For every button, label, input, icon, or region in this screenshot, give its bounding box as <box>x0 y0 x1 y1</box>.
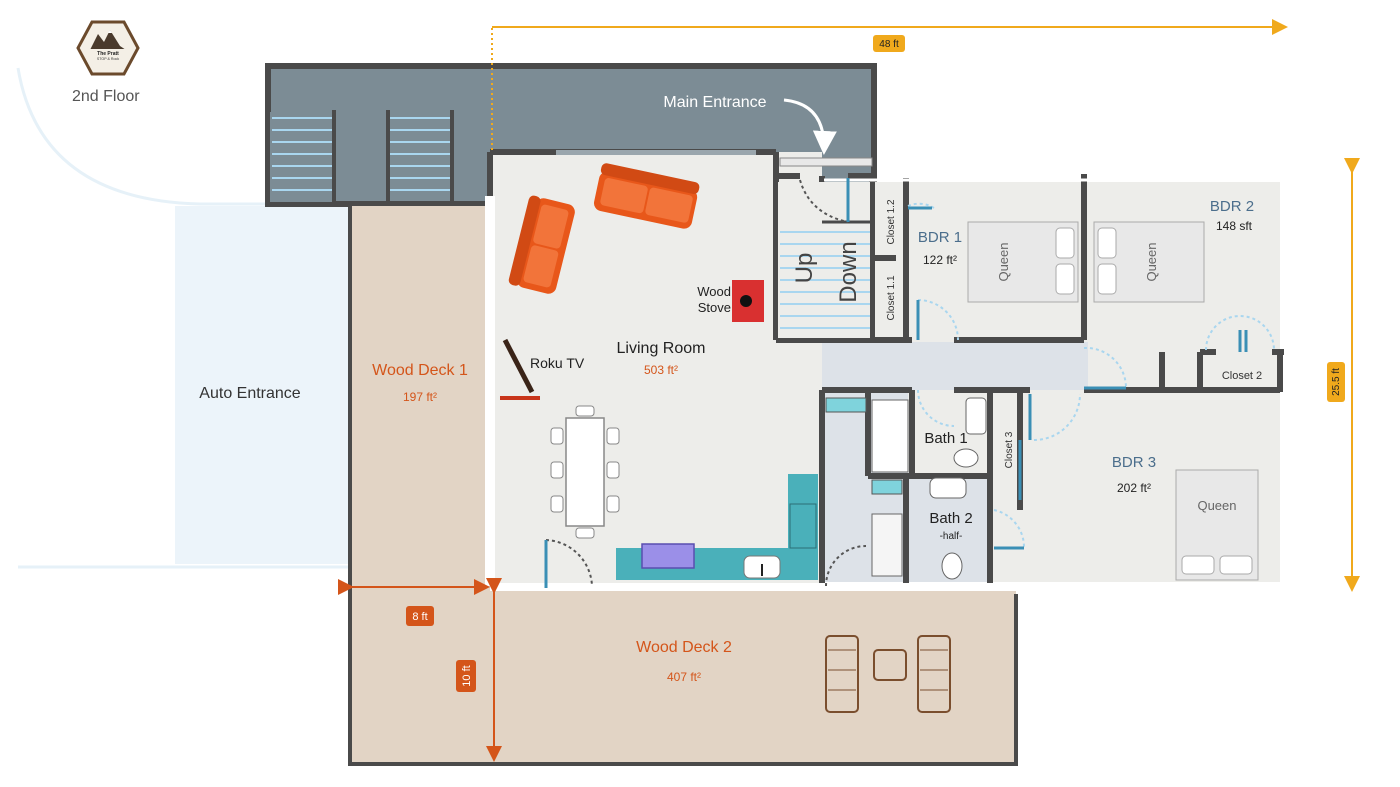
bed-bdr2 <box>1093 221 1205 303</box>
logo-name: The Pratt <box>97 51 119 57</box>
wood-stove-flue-icon <box>740 295 752 307</box>
bath-2-toilet <box>941 552 963 580</box>
dining-table <box>550 405 620 539</box>
door-swings <box>545 179 867 587</box>
deck-1-width-badge <box>406 606 434 626</box>
closet-1-2-label: Closet 1.2 <box>886 199 897 244</box>
bdr2-label: BDR 2 <box>1210 198 1254 215</box>
garage-stairs-right <box>386 110 454 204</box>
auto-entrance-label: Auto Entrance <box>199 385 301 402</box>
shower-pan <box>825 397 867 413</box>
driveway-curve <box>16 67 350 206</box>
hallway-floor <box>822 342 1088 390</box>
deck-2-depth-label: 10 ft <box>461 665 473 686</box>
deck-rail <box>348 206 1018 766</box>
door-leaves <box>544 178 1248 588</box>
wood-stove-label-line1: Wood <box>697 284 731 299</box>
bath-1-sink <box>965 397 987 435</box>
bed-bdr1-label: Queen <box>996 242 1011 281</box>
wood-deck-2-area: 407 ft² <box>667 670 701 684</box>
width-dimension-label: 48 ft <box>879 39 899 50</box>
bath-1-label: Bath 1 <box>924 430 967 447</box>
laundry-shelf <box>871 479 903 495</box>
bath-2-sink <box>929 477 967 499</box>
bdr2-area: 148 sft <box>1216 219 1253 233</box>
logo-tagline: STOP & Rock <box>97 57 119 61</box>
living-room-window <box>556 150 756 155</box>
tv-stand <box>502 338 535 394</box>
sofa-left <box>508 195 575 294</box>
main-entrance-arrow-icon <box>783 98 837 155</box>
entry-window <box>779 157 873 167</box>
bath-2-note: -half- <box>940 531 963 542</box>
living-room-area: 503 ft² <box>644 363 678 377</box>
water-heater <box>871 513 903 577</box>
sofa-top <box>593 163 700 229</box>
closet-3-label: Closet 3 <box>1004 431 1015 468</box>
main-entrance-label: Main Entrance <box>663 94 766 111</box>
bdr1-label: BDR 1 <box>918 229 962 246</box>
bdr1-area: 122 ft² <box>923 253 957 267</box>
bed-bdr3-label: Queen <box>1197 498 1236 513</box>
wood-deck-1-area: 197 ft² <box>403 390 437 404</box>
garage-stairs-left <box>270 110 336 204</box>
depth-dimension-badge <box>1327 362 1345 402</box>
wood-stove-label-line2: Stove <box>698 300 731 315</box>
depth-dimension-label: 25.5 ft <box>1331 368 1342 396</box>
kitchen <box>616 474 818 580</box>
mountain-logo-icon: The Pratt STOP & Rock <box>76 20 140 76</box>
stairs-up-label: Up <box>791 253 818 284</box>
closet-1-1-label: Closet 1.1 <box>886 275 897 320</box>
lounge-chairs <box>825 635 951 713</box>
living-room-label: Living Room <box>617 340 706 357</box>
wood-deck-2-label: Wood Deck 2 <box>636 639 732 656</box>
floor-label: 2nd Floor <box>72 88 140 105</box>
interior-stairs <box>778 182 870 338</box>
bdr3-label: BDR 3 <box>1112 454 1156 471</box>
tv-label: Roku TV <box>530 355 585 371</box>
auto-entrance-area <box>175 206 350 564</box>
bathtub <box>871 399 909 473</box>
interior-door-swings <box>907 202 1275 549</box>
bed-bdr3 <box>1175 469 1259 581</box>
logo: The Pratt STOP & Rock <box>76 20 140 76</box>
bdr3-area: 202 ft² <box>1117 481 1151 495</box>
bed-bdr2-label: Queen <box>1144 242 1159 281</box>
deck-1-width-label: 8 ft <box>412 611 427 623</box>
closet-2-label: Closet 2 <box>1222 370 1262 382</box>
deck-2-depth-badge <box>456 660 476 692</box>
stairs-down-label: Down <box>835 241 862 302</box>
wood-deck-1-label: Wood Deck 1 <box>372 362 468 379</box>
bath-2-label: Bath 2 <box>929 510 972 527</box>
bed-bdr1 <box>967 221 1079 303</box>
width-dimension-badge <box>873 35 905 52</box>
bath-1-toilet <box>953 448 979 468</box>
